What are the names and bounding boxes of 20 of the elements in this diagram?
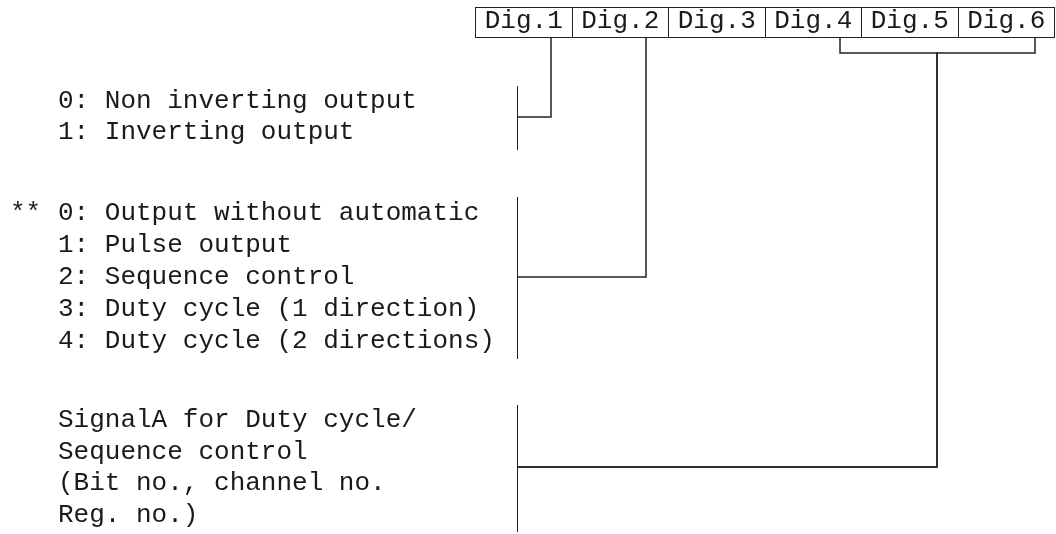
digit-box: Dig.3 (668, 7, 766, 38)
digit-box: Dig.1 (475, 7, 573, 38)
option-bracket (58, 86, 518, 150)
option-text: 4: Duty cycle (2 directions) (58, 325, 495, 357)
option-text: 1: Inverting output (58, 117, 355, 148)
digit-box: Dig.2 (571, 7, 669, 38)
option-text: SignalA for Duty cycle/ Sequence control (Bit no., channel no. Reg. no.) (58, 405, 417, 531)
connector-line (517, 37, 552, 118)
digit-box: Dig.5 (861, 7, 959, 38)
option-bracket (58, 405, 518, 532)
digit-box: Dig.6 (957, 7, 1055, 38)
option-text: 1: Pulse output (58, 229, 293, 261)
option-text: 2: Sequence control (58, 261, 355, 293)
connector-line (517, 37, 647, 278)
footnote-mark: ** (10, 197, 42, 229)
digit-box: Dig.4 (764, 7, 862, 38)
option-text: 0: Non inverting output (58, 86, 417, 117)
option-text: 3: Duty cycle (1 direction) (58, 293, 480, 325)
connector-line (517, 37, 1036, 468)
option-text: 0: Output without automatic (58, 197, 480, 229)
